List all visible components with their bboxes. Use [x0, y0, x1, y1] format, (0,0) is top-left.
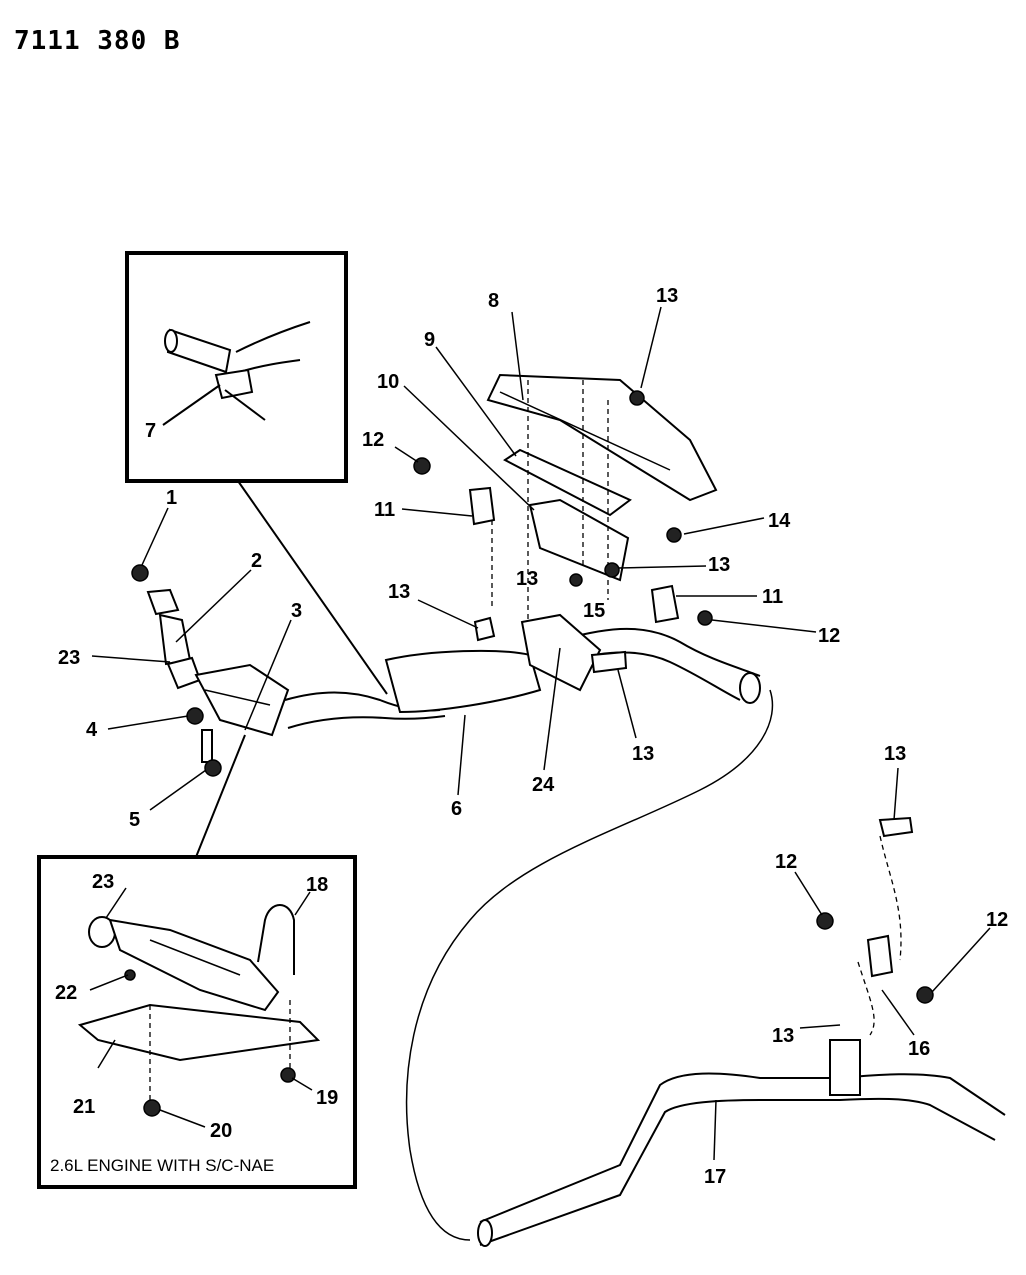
drawing-number: 7111 380 B [14, 26, 181, 56]
callout-5: 5 [129, 809, 140, 831]
callout-12-right: 12 [818, 625, 840, 647]
callout-17: 17 [704, 1166, 726, 1188]
callout-22: 22 [55, 982, 77, 1004]
callout-13-lower: 13 [632, 743, 654, 765]
callout-11-right: 11 [762, 586, 783, 608]
callout-12-far-right: 12 [986, 909, 1008, 931]
callout-14: 14 [768, 510, 791, 532]
callout-13-muffler: 13 [388, 581, 410, 603]
callout-13-top: 13 [656, 285, 678, 307]
callout-3: 3 [291, 600, 302, 622]
callout-labels: 1 2 3 4 5 6 7 8 9 10 11 11 12 12 12 12 1… [55, 285, 1008, 1188]
callout-23-main: 23 [58, 647, 80, 669]
callout-13-rear-top: 13 [884, 743, 906, 765]
callout-1: 1 [166, 487, 177, 509]
callout-2: 2 [251, 550, 262, 572]
callout-20: 20 [210, 1120, 232, 1142]
callout-19: 19 [316, 1087, 338, 1109]
callout-24: 24 [532, 774, 555, 796]
callout-7: 7 [145, 420, 156, 442]
callout-13-right: 13 [708, 554, 730, 576]
callout-11-left: 11 [374, 499, 395, 521]
isolator-left [468, 486, 496, 526]
callout-18: 18 [306, 874, 328, 896]
callout-10: 10 [377, 371, 399, 393]
callout-16: 16 [908, 1038, 930, 1060]
callout-21: 21 [73, 1096, 95, 1118]
callout-9: 9 [424, 329, 435, 351]
inset-2-6l-engine-detail: 2.6L ENGINE WITH S/C-NAE [37, 855, 357, 1189]
callout-23-inset: 23 [92, 871, 114, 893]
callout-15: 15 [583, 600, 605, 622]
inset-top-hanger-detail [125, 251, 348, 483]
callout-13-clamp: 13 [772, 1025, 794, 1047]
callout-12-upper: 12 [362, 429, 384, 451]
callout-12-rear: 12 [775, 851, 797, 873]
callout-8: 8 [488, 290, 499, 312]
callout-6: 6 [451, 798, 462, 820]
inset-caption: 2.6L ENGINE WITH S/C-NAE [50, 1156, 274, 1175]
front-pipe-assembly [131, 564, 446, 777]
callout-13-bracket: 13 [516, 568, 538, 590]
callout-4: 4 [86, 719, 98, 741]
isolator-rear [866, 934, 894, 978]
muffler [384, 649, 542, 714]
isolator-right [650, 584, 680, 624]
